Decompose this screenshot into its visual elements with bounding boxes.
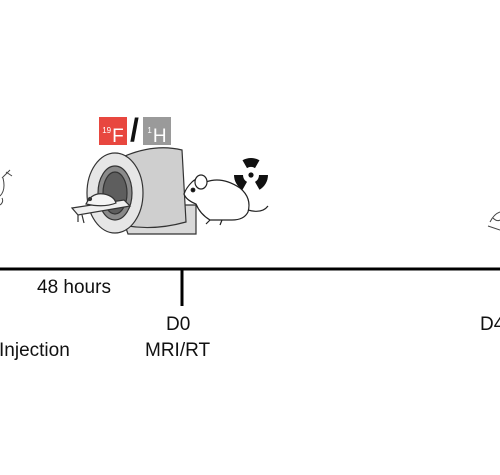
- mouse-icon: [183, 174, 269, 226]
- interval-label: 48 hours: [37, 277, 111, 298]
- proton-isotope: 1: [147, 126, 152, 135]
- fluorine-isotope: 19: [102, 126, 112, 135]
- imaging-separator: /: [130, 112, 139, 148]
- proton-symbol: H: [152, 126, 167, 147]
- day-label-d0: D0: [166, 314, 191, 335]
- fluorine-symbol: F: [112, 126, 124, 147]
- mri-scanner-icon: [70, 147, 197, 235]
- radiation-icon: [234, 158, 268, 190]
- syringe-icon: [0, 169, 13, 206]
- partial-illustration-right: [487, 211, 500, 231]
- day-label-d4: D4: [480, 314, 500, 335]
- proton-badge: 1H: [143, 117, 171, 147]
- injection-label: Injection: [0, 340, 70, 361]
- fluorine-badge: 19F: [99, 117, 127, 147]
- mri-rt-label: MRI/RT: [145, 340, 211, 361]
